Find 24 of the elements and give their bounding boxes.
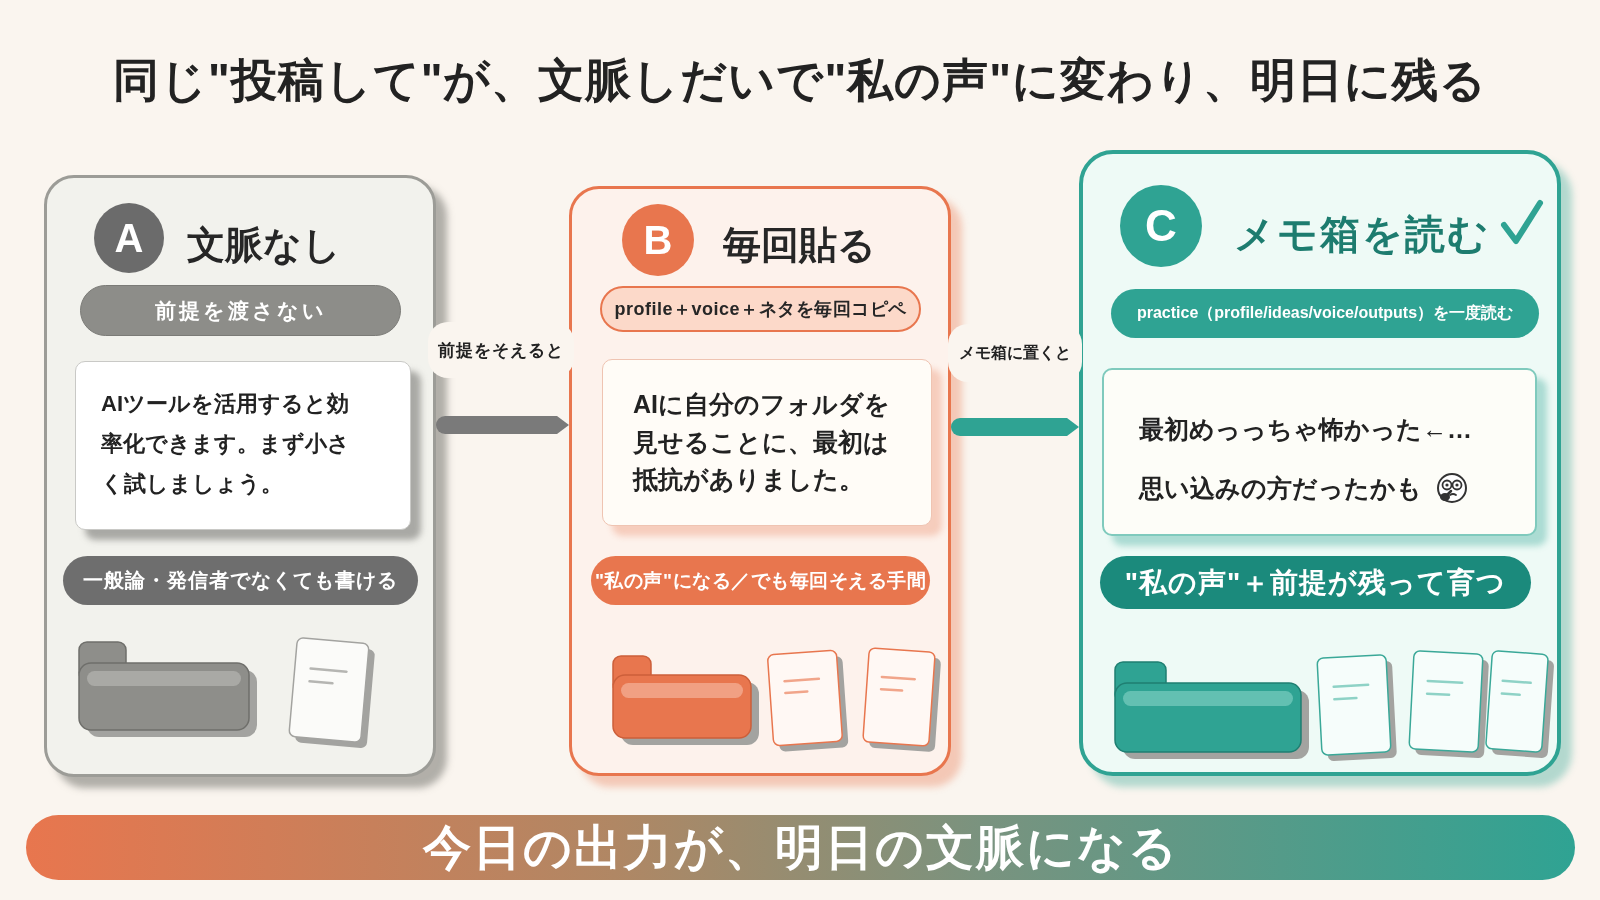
message-text: 最初めっっちゃ怖かった←…	[1139, 414, 1473, 445]
letter-circle: B	[622, 204, 694, 276]
tag-pill: "私の声"になる／でも毎回そえる手間	[591, 556, 930, 605]
message-card	[1102, 368, 1537, 536]
title: 同じ"投稿して"が、文脈しだいで"私の声"に変わり、明日に残る	[112, 53, 1488, 108]
tag-pill: "私の声"＋前提が残って育つ	[1100, 556, 1531, 609]
message-text: AIに自分のフォルダを見せることに、最初は抵抗がありました。	[633, 389, 891, 495]
message-card	[602, 359, 932, 526]
tag-pill: 一般論・発信者でなくても書ける	[63, 556, 418, 605]
tag-pill: profile＋voice＋ネタを毎回コピペ	[600, 286, 921, 332]
panel	[569, 186, 951, 776]
panel-heading: 毎回貼る	[723, 222, 876, 268]
panel	[44, 175, 436, 777]
tag-pill: 前提を渡さない	[80, 285, 401, 336]
panel-heading: 文脈なし	[187, 222, 341, 268]
message-card	[75, 361, 411, 530]
message-text: AIツールを活用すると効率化できます。まず小さく試しましょう。	[101, 390, 351, 498]
letter-circle: A	[94, 203, 164, 273]
panel	[1079, 150, 1561, 776]
message-text: 思い込みの方だったかも	[1139, 473, 1422, 504]
letter-circle: C	[1120, 185, 1202, 267]
tag-pill: practice（profile/ideas/voice/outputs）を一度読む	[1111, 289, 1539, 338]
banner: 今日の出力が、明日の文脈になる	[26, 815, 1575, 880]
panel-heading: メモ箱を読む	[1234, 211, 1490, 258]
